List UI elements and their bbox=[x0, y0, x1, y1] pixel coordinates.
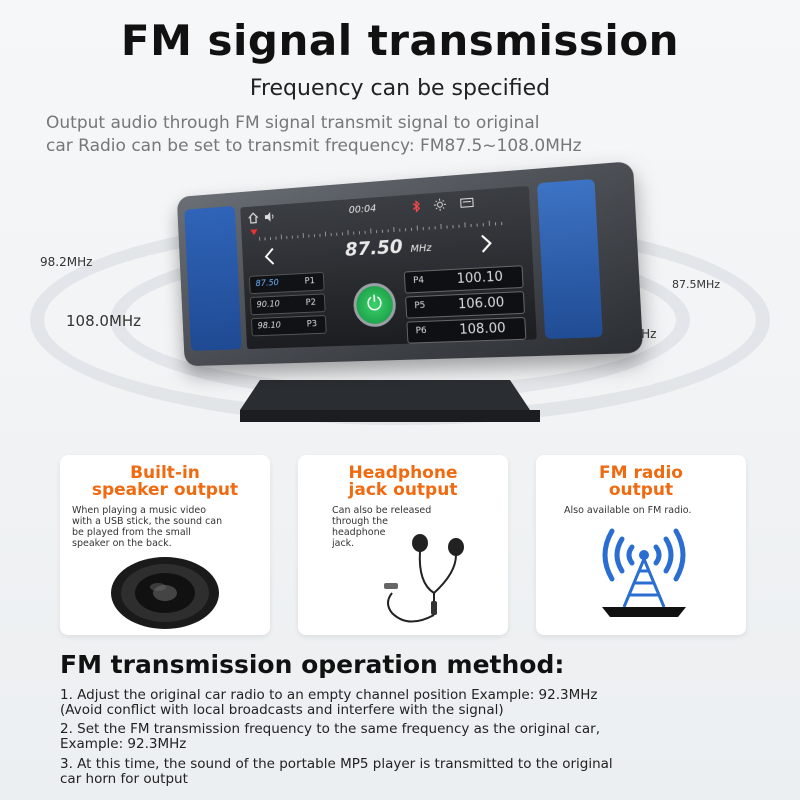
card-title-line: output bbox=[536, 482, 746, 499]
step-line: Example: 92.3MHz bbox=[60, 737, 790, 752]
chevron-left-icon[interactable] bbox=[264, 247, 276, 265]
preset-value: 87.50 bbox=[255, 278, 279, 289]
ring-label-left-mid: 108.0MHz bbox=[66, 312, 141, 330]
ring-label-left-top: 98.2MHz bbox=[40, 255, 92, 269]
preset-value: 106.00 bbox=[458, 295, 505, 312]
window-icon[interactable] bbox=[460, 196, 475, 209]
card-text-line: through the bbox=[332, 516, 500, 527]
frequency-unit: MHz bbox=[410, 243, 432, 255]
feature-card-headphone: Headphone jack output Can also be releas… bbox=[298, 455, 508, 635]
volume-icon[interactable] bbox=[264, 211, 275, 223]
card-title: FM radio output bbox=[536, 465, 746, 499]
description: Output audio through FM signal transmit … bbox=[46, 112, 776, 158]
card-title: Headphone jack output bbox=[298, 465, 508, 499]
preset-value: 98.10 bbox=[257, 321, 281, 332]
step-line: 1. Adjust the original car radio to an e… bbox=[60, 688, 790, 703]
page-subtitle: Frequency can be specified bbox=[0, 76, 800, 101]
preset-slot: P2 bbox=[305, 298, 316, 308]
preset-value: 90.10 bbox=[256, 299, 280, 310]
card-text-line: Can also be released bbox=[332, 505, 500, 516]
step-line: 3. At this time, the sound of the portab… bbox=[60, 757, 790, 772]
operation-step-1: 1. Adjust the original car radio to an e… bbox=[60, 688, 790, 718]
description-line: Output audio through FM signal transmit … bbox=[46, 112, 776, 135]
preset-p6[interactable]: P6 108.00 bbox=[406, 317, 526, 344]
device-right-panel bbox=[537, 179, 603, 339]
device-stand bbox=[240, 370, 540, 430]
mp5-device: 00:04 87.50 MHz 87.50 P1 90.10 P2 98.10 … bbox=[177, 161, 643, 366]
feature-card-speaker: Built-in speaker output When playing a m… bbox=[60, 455, 270, 635]
power-button[interactable]: ⏻ bbox=[353, 282, 397, 328]
bluetooth-icon[interactable] bbox=[410, 200, 422, 213]
current-frequency: 87.50 bbox=[345, 236, 404, 261]
preset-slot: P6 bbox=[415, 326, 426, 336]
card-text-line: Also available on FM radio. bbox=[564, 505, 738, 516]
speaker-icon bbox=[108, 553, 223, 631]
brightness-icon[interactable] bbox=[434, 198, 447, 211]
ring-label-right-top: 87.5MHz bbox=[672, 278, 720, 291]
card-title-line: jack output bbox=[298, 482, 508, 499]
card-text-line: with a USB stick, the sound can bbox=[72, 516, 262, 527]
preset-slot: P1 bbox=[304, 276, 315, 286]
preset-p2[interactable]: 90.10 P2 bbox=[250, 293, 326, 315]
card-text-line: speaker on the back. bbox=[72, 538, 262, 549]
card-title: Built-in speaker output bbox=[60, 465, 270, 499]
power-icon: ⏻ bbox=[356, 290, 394, 315]
step-line: car horn for output bbox=[60, 772, 790, 787]
preset-value: 108.00 bbox=[459, 321, 506, 338]
step-line: (Avoid conflict with local broadcasts an… bbox=[60, 703, 790, 718]
home-icon[interactable] bbox=[248, 212, 259, 224]
card-text-line: be played from the small bbox=[72, 527, 262, 538]
step-line: 2. Set the FM transmission frequency to … bbox=[60, 722, 790, 737]
preset-slot: P4 bbox=[413, 276, 424, 287]
operation-title: FM transmission operation method: bbox=[60, 650, 564, 679]
card-text: Also available on FM radio. bbox=[564, 505, 738, 516]
card-text: When playing a music video with a USB st… bbox=[72, 505, 262, 549]
preset-p4[interactable]: P4 100.10 bbox=[404, 265, 524, 293]
preset-p1[interactable]: 87.50 P1 bbox=[249, 272, 325, 294]
card-title-line: speaker output bbox=[60, 482, 270, 499]
page-title: FM signal transmission bbox=[0, 16, 800, 65]
preset-p3[interactable]: 98.10 P3 bbox=[251, 315, 327, 336]
preset-value: 100.10 bbox=[456, 269, 503, 287]
earphones-icon bbox=[378, 533, 488, 631]
operation-step-2: 2. Set the FM transmission frequency to … bbox=[60, 722, 790, 752]
preset-p5[interactable]: P5 106.00 bbox=[405, 291, 525, 319]
device-screen: 00:04 87.50 MHz 87.50 P1 90.10 P2 98.10 … bbox=[240, 186, 537, 349]
operation-step-3: 3. At this time, the sound of the portab… bbox=[60, 757, 790, 787]
description-line: car Radio can be set to transmit frequen… bbox=[46, 135, 776, 158]
card-text-line: When playing a music video bbox=[72, 505, 262, 516]
feature-card-fm-radio: FM radio output Also available on FM rad… bbox=[536, 455, 746, 635]
preset-slot: P5 bbox=[414, 301, 425, 312]
preset-slot: P3 bbox=[307, 319, 318, 329]
radio-tower-icon bbox=[594, 525, 694, 620]
device-left-panel bbox=[184, 206, 242, 351]
screen-time: 00:04 bbox=[349, 203, 377, 216]
chevron-right-icon[interactable] bbox=[480, 234, 493, 253]
